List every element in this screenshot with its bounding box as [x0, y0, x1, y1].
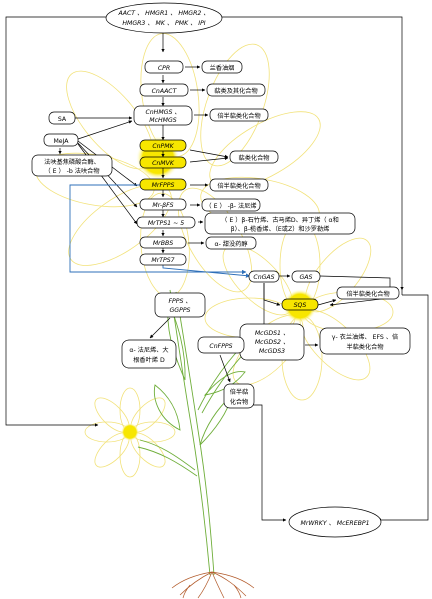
product-tps-label-2: β）、β-榄香烯、（E或Z）和沙罗勒烯: [231, 225, 330, 233]
node-tps7: MrTPS7: [139, 253, 187, 266]
node-tps7-label: MrTPS7: [151, 257, 174, 264]
node-gas2: GAS: [291, 270, 321, 283]
node-pmk-label: CnPMK: [152, 143, 174, 150]
product-hmgs-label: 倍半萜类化合物: [217, 112, 260, 120]
node-gds: McGDS1 、 McGDS2 、 McGDS3: [239, 323, 305, 361]
node-gas-label: CnGAS: [253, 274, 274, 281]
product-tps: （ E ）β-石竹烯、古马烯D、异丁烯（ α和 β）、β-榄香烯、（E或Z）和沙…: [204, 212, 356, 235]
node-fpps: MrFPPS: [139, 178, 187, 191]
plant-roots: [171, 571, 255, 599]
node-sqs-label: SQS: [294, 302, 307, 309]
product-sqs-label: 倍半萜类化合物: [346, 290, 389, 298]
node-sqs: SQS: [281, 298, 319, 311]
product-fpps-label: 倍半萜类化合物: [217, 182, 260, 190]
product-gds-label-2: 半萜类化合物: [346, 343, 383, 351]
node-gds-label-1: McGDS1 、: [255, 330, 289, 337]
node-cnfpps-label: CnFPPS: [209, 343, 232, 350]
product-cpr: 兰香油烟: [201, 60, 243, 74]
node-sa: SA: [48, 111, 76, 125]
node-cpr-label: CPR: [158, 65, 170, 72]
product-cnaact-label: 萜类及其化合物: [214, 87, 257, 95]
product-gds-label-1: γ- 衣兰油烯、 EFS 、倍: [332, 333, 398, 341]
node-hmgs-label-2: McHMGS: [149, 117, 177, 124]
node-pmk: CnPMK: [139, 139, 187, 152]
node-gas2-label: GAS: [300, 274, 313, 281]
product-cnfpps-label-1: 倍半萜: [230, 388, 249, 396]
product-sa-meja: 法呋基焦磷酸合酶、 （ E ） -b 法呋合物: [31, 154, 113, 177]
left-flower-center: [121, 423, 139, 441]
node-hmgs: CnHMGS 、 McHMGS: [133, 105, 193, 126]
product-cpr-label: 兰香油烟: [210, 64, 235, 72]
product-sa-meja-label-2: （ E ） -b 法呋合物: [44, 167, 99, 175]
node-fpps-ggpps-label-1: FPPS 、: [168, 298, 191, 305]
product-mvk-label: 萜类化合物: [239, 154, 270, 162]
product-bfs: （ E ） -β- 法尼烯: [201, 198, 261, 212]
product-bfs-label: （ E ） -β- 法尼烯: [205, 202, 256, 210]
node-gds-label-2: McGDS2 、: [255, 339, 289, 346]
product-ggpps: α- 法尼烯、大 根香叶烯 D: [121, 339, 177, 369]
node-fpps-ggpps-label-2: GGPPS: [170, 307, 191, 314]
product-cnfpps: 倍半萜 化合物: [223, 383, 255, 409]
node-mvk: CnMVK: [139, 156, 187, 169]
product-tps-label-1: （ E ）β-石竹烯、古马烯D、异丁烯（ α和: [221, 216, 339, 224]
node-bfs: Mr-βFS: [139, 198, 187, 211]
product-mvk: 萜类化合物: [229, 150, 279, 164]
node-hmgs-label-1: CnHMGS 、: [145, 109, 180, 116]
node-fpps-label: MrFPPS: [152, 182, 175, 189]
product-sa-meja-label-1: 法呋基焦磷酸合酶、: [44, 158, 100, 166]
product-sqs: 倍半萜类化合物: [336, 286, 400, 300]
node-gas: CnGAS: [248, 270, 280, 283]
product-ggpps-label-1: α- 法尼烯、大: [129, 346, 168, 354]
node-mvk-label: CnMVK: [152, 160, 175, 167]
product-gds: γ- 衣兰油烯、 EFS 、倍 半萜类化合物: [319, 327, 411, 355]
node-cnfpps: CnFPPS: [197, 336, 245, 354]
node-bfs-label: Mr-βFS: [152, 202, 173, 209]
product-bbs-label: α- 甜没药醇: [214, 240, 247, 248]
node-wrky: MrWRKY 、 McEREBP1: [288, 506, 382, 538]
product-cnfpps-label-2: 化合物: [230, 398, 249, 406]
node-bbs: MrBBS: [139, 236, 187, 249]
node-cpr: CPR: [144, 60, 184, 74]
node-gds-label-3: McGDS3: [259, 348, 285, 355]
node-wrky-label: MrWRKY 、 McEREBP1: [300, 520, 369, 527]
top-genes-line-2: HMGR3 、 MK 、 PMK 、 IPI: [122, 20, 205, 27]
node-bbs-label: MrBBS: [153, 240, 173, 247]
node-cnaact: CnAACT: [139, 83, 189, 97]
product-cnaact: 萜类及其化合物: [206, 83, 266, 97]
node-meja-label: MeJA: [53, 138, 69, 145]
node-meja: MeJA: [43, 133, 79, 147]
product-fpps: 倍半萜类化合物: [209, 178, 269, 192]
pathway-edges: [5, 16, 429, 522]
node-sa-label: SA: [58, 116, 67, 123]
product-bbs: α- 甜没药醇: [205, 236, 257, 250]
product-hmgs: 倍半萜类化合物: [209, 108, 269, 122]
node-tps-label: MrTPS1 ~ 5: [148, 220, 184, 227]
node-tps: MrTPS1 ~ 5: [136, 216, 196, 229]
node-fpps-ggpps: FPPS 、 GGPPS: [154, 292, 206, 318]
top-gene-ellipse: AACT 、 HMGR1 、 HMGR2 、 HMGR3 、 MK 、 PMK …: [105, 2, 223, 34]
product-ggpps-label-2: 根香叶烯 D: [133, 356, 165, 364]
top-genes-line-1: AACT 、 HMGR1 、 HMGR2 、: [117, 10, 209, 17]
node-cnaact-label: CnAACT: [152, 88, 178, 95]
